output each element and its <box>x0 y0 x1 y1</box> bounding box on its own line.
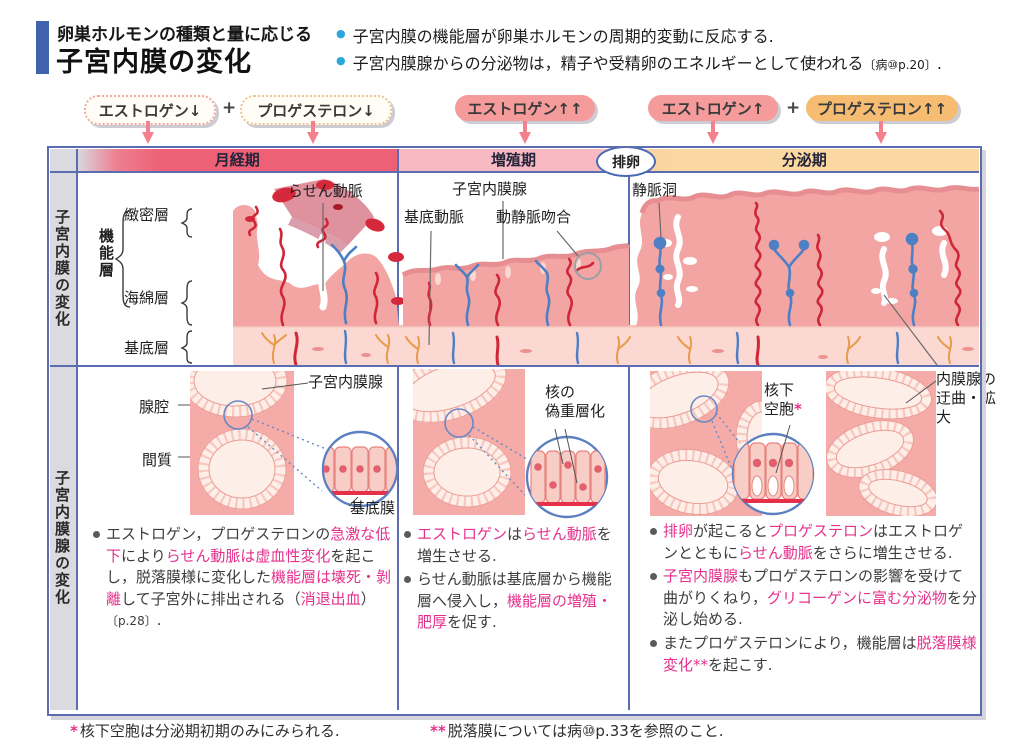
menstrual-text-block: エストロゲン，プロゲステロンの急激な低下によりらせん動脈は虚血性変化を起こし，脱… <box>93 524 395 634</box>
down-arrow-icon <box>875 121 887 144</box>
table-divider <box>628 148 630 710</box>
layer-braces <box>114 207 192 364</box>
hormone-pill-estrogen-up: エストロゲン↑ <box>648 95 778 121</box>
gland-leader-lines <box>775 380 937 474</box>
venous-sinus-label: 静脈洞 <box>632 181 678 199</box>
subnuclear-vacuole-label: 核下 空胞* <box>764 381 802 419</box>
phase-header-secretory: 分泌期 <box>630 148 979 171</box>
basement-membrane-label: 基底膜 <box>350 499 396 517</box>
header-bullet-1: ● 子宮内膜の機能層が卵巣ホルモンの周期的変動に反応する. <box>336 23 996 47</box>
down-arrow-icon <box>707 121 719 144</box>
spiral-artery-label: らせん動脈 <box>288 182 363 200</box>
basal-artery-label: 基底動脈 <box>404 208 465 226</box>
gland-illustration-secretory <box>650 371 937 516</box>
proliferative-tissue <box>401 242 630 326</box>
bullet-dot-icon <box>404 531 411 538</box>
bullet-dot-icon: ● <box>336 27 346 40</box>
ovulation-badge: 排卵 <box>596 146 656 177</box>
gland-coiling-label: 内膜腺の迂曲・拡大 <box>936 370 997 427</box>
secretory-tissue <box>634 184 979 326</box>
header-bullet-2-text: 子宮内膜腺からの分泌物は，精子や受精卵のエネルギーとして使われる〔病⑩p.20〕… <box>352 54 942 73</box>
magnifier-circle <box>444 408 474 438</box>
table-divider <box>75 148 78 710</box>
proliferative-text-block: エストロゲンはらせん動脈を増生させる. らせん動脈は基底層から機能層へ侵入し，機… <box>404 524 626 636</box>
functional-layer-label: 機能層 <box>97 227 115 279</box>
footnote-1: *核下空胞は分泌期初期のみにみられる. <box>70 722 340 740</box>
plus-sign: + <box>222 98 237 118</box>
gland-sections-b <box>826 371 936 516</box>
coiled-glands-white <box>659 213 949 308</box>
down-arrow-icon <box>307 121 319 144</box>
down-arrow-icon <box>142 121 154 144</box>
leader-lines <box>321 200 937 365</box>
columnar-cells <box>324 446 396 495</box>
menstrual-tissue <box>232 178 405 326</box>
endometrium-tissue-illustration <box>114 178 979 365</box>
gland-illustration-proliferative <box>413 369 609 519</box>
gland-leader-lines <box>178 382 359 507</box>
page-title: 子宮内膜の変化 <box>56 47 252 78</box>
footnote-star: * <box>70 722 78 740</box>
accent-bar <box>36 21 49 74</box>
bullet-dot-icon <box>650 573 657 581</box>
table-divider <box>49 364 979 367</box>
gland-sections <box>190 371 288 510</box>
magnifier-circle <box>690 395 718 423</box>
bullet-dot-icon <box>404 576 411 584</box>
header-bullet-1-text: 子宮内膜の機能層が卵巣ホルモンの周期的変動に反応する. <box>352 27 774 46</box>
bullet-dot-icon: ● <box>336 54 346 67</box>
blood-spots <box>244 179 405 305</box>
vacuolated-cells <box>733 442 813 503</box>
basal-layer-vessels <box>260 329 974 365</box>
footnote-star: ** <box>430 722 446 740</box>
row-header-endometrium: 子宮内膜の変化 <box>49 172 76 365</box>
gland-illustration-menstrual <box>178 371 398 515</box>
endometrial-gland-label: 子宮内膜腺 <box>452 180 528 198</box>
spongy-layer-label: 海綿層 <box>124 289 170 307</box>
compact-layer-label: 緻密層 <box>124 206 170 224</box>
stroma-label: 間質 <box>142 451 173 469</box>
pseudostratified-cells <box>529 450 607 506</box>
pseudostratification-label: 核の 偽重層化 <box>545 383 606 421</box>
basal-layer-strip <box>232 324 979 365</box>
down-arrow-icon <box>519 121 531 144</box>
phase-header-proliferative: 増殖期 <box>399 148 628 171</box>
secretory-text-block: 排卵が起こるとプロゲステロンはエストロゲンとともにらせん動脈をさらに増生させる.… <box>650 521 977 678</box>
hormone-pill-progesterone-low: プロゲステロン↓ <box>240 95 392 125</box>
table-divider <box>49 170 979 173</box>
hormone-pill-progesterone-high: プロゲステロン↑↑ <box>806 95 958 121</box>
gland-sections-a <box>650 371 762 516</box>
basal-layer-label: 基底層 <box>124 339 170 357</box>
phase-header-menstrual: 月経期 <box>77 148 397 171</box>
footnote-star: * <box>794 400 802 419</box>
footnote-2: **脱落膜については病⑩p.33を参照のこと. <box>430 722 724 740</box>
row-header-glands: 子宮内膜腺の変化 <box>49 366 76 710</box>
av-anastomosis-circle <box>573 251 602 280</box>
veins <box>330 243 357 324</box>
bullet-dot-icon <box>93 531 100 538</box>
hormone-pill-estrogen-high: エストロゲン↑↑ <box>455 95 595 121</box>
av-anastomosis-label: 動静脈吻合 <box>496 208 572 226</box>
plus-sign: + <box>786 98 801 118</box>
magnifier-circle <box>223 400 253 430</box>
corner-cell <box>49 148 76 171</box>
hormone-pill-estrogen-low: エストロゲン↓ <box>84 95 216 125</box>
table-divider <box>397 148 399 710</box>
veins-with-sinusoids <box>653 232 918 326</box>
gland-lumen-label: 腺腔 <box>139 398 170 416</box>
bullet-dot-icon <box>650 528 657 535</box>
gland-sections <box>413 369 512 508</box>
page-kicker: 卵巣ホルモンの種類と量に応じる <box>57 25 312 45</box>
endometrial-gland-label-2: 子宮内膜腺 <box>308 373 384 391</box>
spiral-arteries <box>247 205 379 326</box>
gland-leader-lines <box>554 428 578 484</box>
bullet-dot-icon <box>650 639 657 647</box>
header-bullet-2: ● 子宮内膜腺からの分泌物は，精子や受精卵のエネルギーとして使われる〔病⑩p.2… <box>336 50 996 74</box>
coiled-spiral-arteries <box>753 201 962 326</box>
